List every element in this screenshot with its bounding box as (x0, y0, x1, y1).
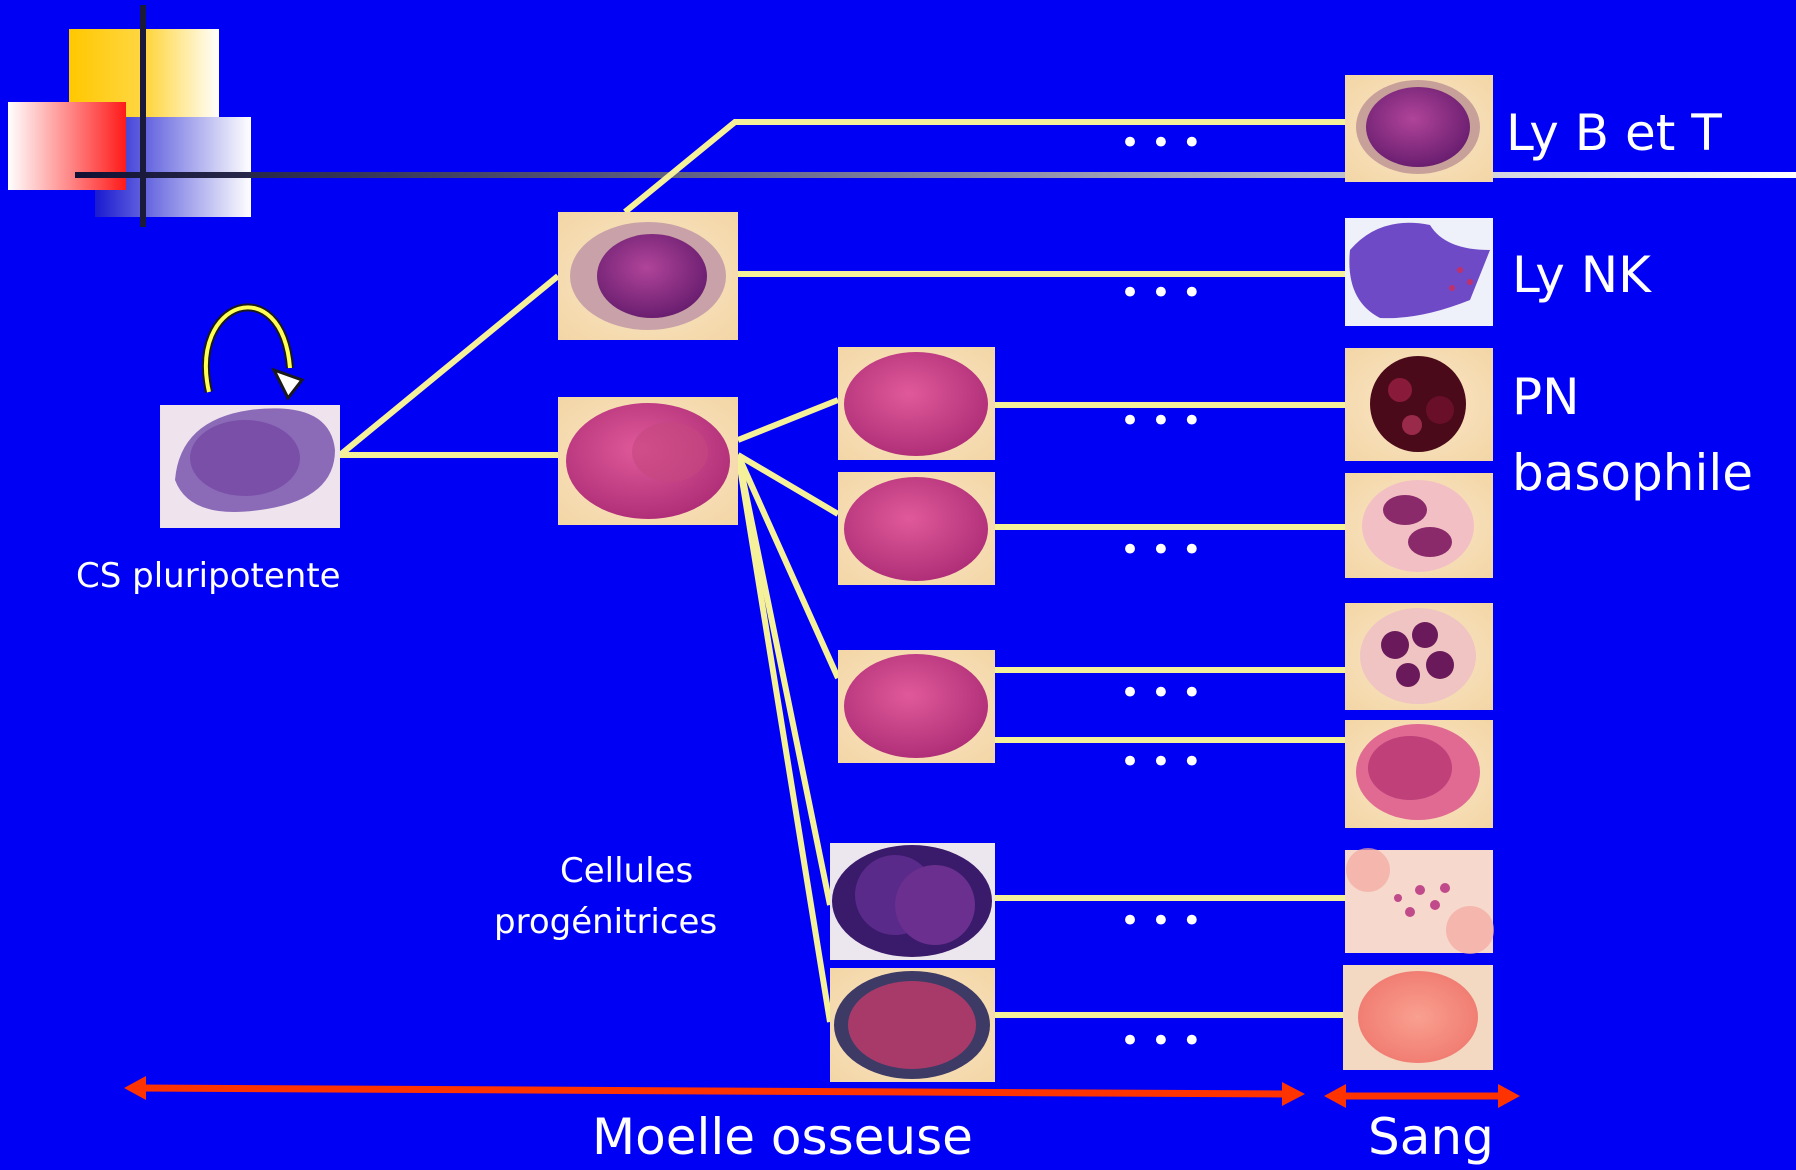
label-cs-pluripotente: CS pluripotente (76, 556, 341, 596)
cell-image-progenitor-1 (838, 347, 995, 460)
connector-line (340, 276, 558, 455)
cell-image-progenitor-2 (838, 472, 995, 585)
ellipsis: • • • (1120, 673, 1202, 713)
cell-image-basophile (1345, 348, 1493, 461)
ellipsis: • • • (1120, 742, 1202, 782)
range-arrow-sang (1324, 1084, 1520, 1108)
label-cellules: Cellules (560, 851, 693, 891)
ellipsis-markers: • • • • • • • • • • • • • • • • • • • • … (1120, 123, 1202, 1061)
ellipsis: • • • (1120, 901, 1202, 941)
label-moelle-osseuse: Moelle osseuse (592, 1108, 973, 1166)
deco-vertical-line (140, 5, 146, 227)
cell-image-lymphoid-progenitor (558, 212, 738, 340)
ellipsis: • • • (1120, 530, 1202, 570)
connector-line (625, 122, 1345, 212)
ellipsis: • • • (1120, 273, 1202, 313)
connector-line (738, 455, 830, 1022)
ellipsis: • • • (1120, 401, 1202, 441)
label-pn: PN (1512, 368, 1580, 426)
label-progenitrices: progénitrices (494, 902, 717, 942)
cell-image-erythrocyte (1343, 965, 1493, 1070)
connector-line (738, 400, 838, 440)
label-ly-b-t: Ly B et T (1506, 104, 1722, 162)
cell-image-platelets (1345, 848, 1494, 954)
ellipsis: • • • (1120, 123, 1202, 163)
cell-image-ly-nk (1345, 218, 1493, 326)
cell-image-erythroblast (830, 968, 995, 1082)
range-arrow-moelle (124, 1076, 1305, 1106)
cell-image-progenitor-3 (838, 650, 995, 763)
label-ly-nk: Ly NK (1512, 246, 1651, 304)
label-sang: Sang (1368, 1108, 1494, 1166)
cell-image-megakaryoblast (830, 843, 995, 960)
cell-image-eosinophile (1345, 473, 1493, 578)
connector-line (738, 455, 838, 678)
label-basophile: basophile (1512, 444, 1753, 502)
cell-image-ly-b-t (1345, 75, 1493, 182)
self-renewal-arrow (206, 307, 302, 398)
ellipsis: • • • (1120, 1021, 1202, 1061)
cell-image-cs-pluripotente (160, 405, 340, 528)
cell-image-myeloid-progenitor (558, 397, 738, 525)
deco-horizontal-line (75, 172, 1796, 178)
cell-image-neutrophile (1345, 603, 1493, 710)
cell-image-monocyte (1345, 720, 1493, 828)
